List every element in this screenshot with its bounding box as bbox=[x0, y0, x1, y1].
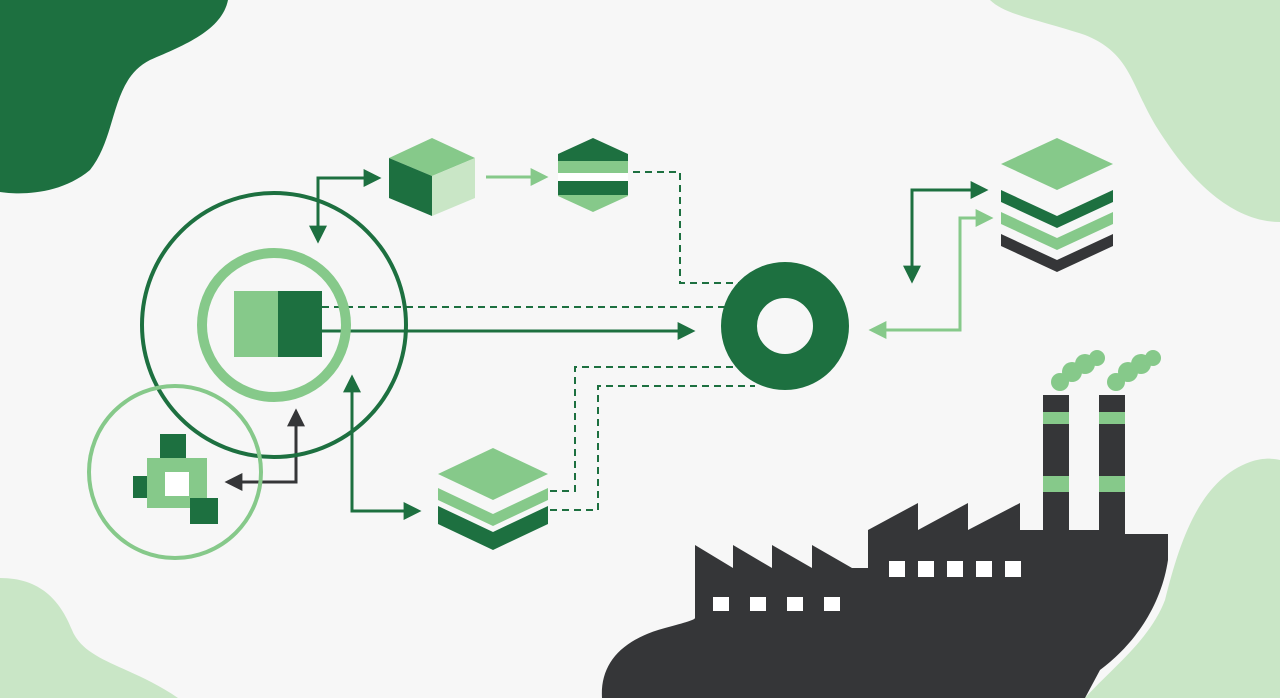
connector-stack-to-ring-dashed-b bbox=[550, 385, 755, 511]
chimneys bbox=[1043, 395, 1125, 540]
ring-hub bbox=[721, 262, 849, 390]
cluster-ring bbox=[87, 384, 263, 560]
pixel-cluster-icon bbox=[133, 434, 218, 524]
factory-building bbox=[601, 503, 1168, 698]
connector-source-to-bottom-stack bbox=[343, 374, 422, 520]
connector-stack-to-ring-dashed-a bbox=[550, 366, 740, 492]
factory-icon bbox=[601, 350, 1168, 698]
corner-blob-top-left bbox=[0, 0, 228, 194]
connector-cluster-to-source bbox=[224, 408, 305, 491]
outer-ring bbox=[140, 191, 408, 459]
connector-hexagon-to-ring bbox=[633, 171, 740, 284]
smoke-icon bbox=[1051, 350, 1161, 391]
factory-windows bbox=[713, 561, 1021, 611]
corner-blob-bottom-right bbox=[1085, 458, 1280, 698]
ring-icon bbox=[721, 262, 849, 390]
connector-right-stack-to-ring bbox=[868, 209, 994, 339]
cube-icon bbox=[389, 138, 475, 216]
source-node bbox=[140, 191, 408, 459]
pixel-cluster-node bbox=[87, 384, 263, 560]
four-layer-stack-icon bbox=[1001, 138, 1113, 272]
connector-source-to-cube bbox=[309, 169, 382, 244]
connectors bbox=[224, 168, 994, 520]
split-square-icon bbox=[234, 291, 322, 357]
corner-blob-top-right bbox=[990, 0, 1280, 222]
corner-blob-bottom-left bbox=[0, 578, 178, 698]
two-layer-stack-icon bbox=[438, 448, 548, 550]
inner-ring bbox=[197, 248, 351, 402]
